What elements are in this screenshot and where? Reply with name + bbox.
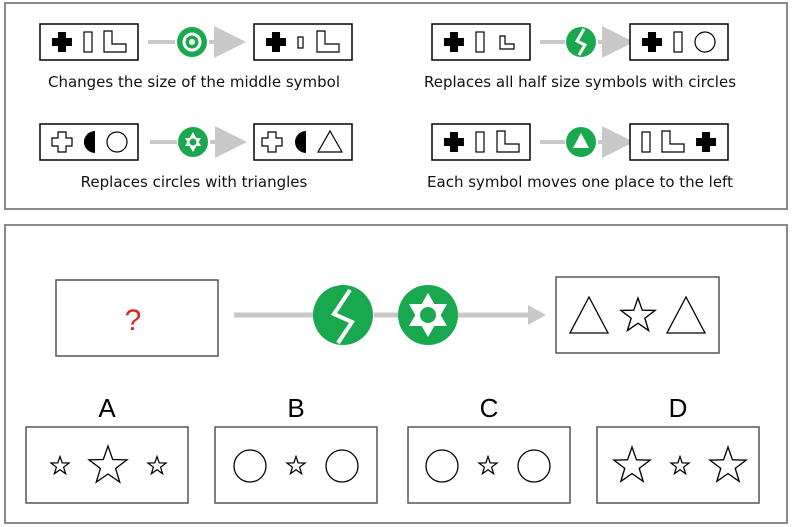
half-circle-icon	[295, 131, 306, 153]
rule-2	[431, 23, 729, 61]
circle-icon	[425, 449, 459, 483]
circle-icon	[517, 449, 551, 483]
rule-4	[431, 123, 729, 161]
option-d-label: D	[668, 393, 688, 423]
rule-3	[39, 123, 353, 161]
l-shape-icon	[496, 130, 520, 153]
circle-icon	[694, 31, 716, 53]
option-c-label: C	[479, 393, 499, 423]
zigzag-icon	[313, 285, 373, 345]
puzzle-row: ?	[55, 276, 720, 357]
option-d[interactable]	[596, 426, 760, 504]
option-b[interactable]	[214, 426, 378, 504]
bar-icon	[673, 31, 683, 53]
rule-1-caption: Changes the size of the middle symbol	[47, 73, 341, 91]
circle-icon	[233, 449, 267, 483]
bar-icon	[297, 36, 304, 49]
triangle-icon	[316, 129, 344, 153]
circle-icon	[325, 449, 359, 483]
rule-1	[39, 23, 353, 61]
option-a[interactable]	[25, 426, 189, 504]
arrow-head	[528, 305, 546, 325]
bar-icon	[475, 31, 485, 53]
rule-3-caption: Replaces circles with triangles	[80, 173, 308, 191]
option-a-label: A	[98, 393, 116, 423]
l-shape-icon	[316, 30, 340, 53]
l-shape-icon	[499, 35, 515, 50]
circle-icon	[106, 131, 128, 153]
bar-icon	[641, 131, 651, 153]
option-b-label: B	[287, 393, 305, 423]
bar-icon	[83, 31, 93, 53]
bar-icon	[475, 131, 485, 153]
option-c[interactable]	[407, 426, 571, 504]
rule-2-caption: Replaces all half size symbols with circ…	[423, 73, 737, 91]
rule-4-caption: Each symbol moves one place to the left	[427, 173, 733, 191]
l-shape-icon	[103, 30, 127, 53]
l-shape-icon	[661, 130, 685, 153]
question-mark: ?	[125, 304, 142, 337]
triangle-icon	[568, 295, 610, 334]
triangle-icon	[665, 295, 707, 334]
unknown-input-box	[55, 279, 219, 357]
